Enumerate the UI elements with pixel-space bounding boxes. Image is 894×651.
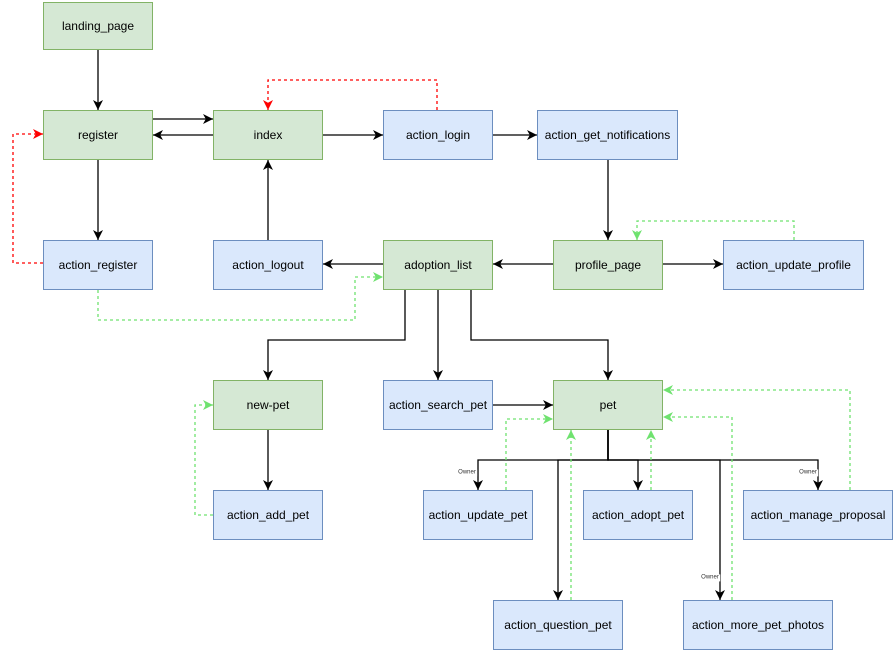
node-label: action_get_notifications — [544, 128, 671, 142]
node-action-question-pet: action_question_pet — [493, 600, 623, 650]
edge-action_register-to-adoption_list — [97, 272, 383, 321]
node-action-update-profile: action_update_profile — [723, 240, 864, 290]
node-label: action_more_pet_photos — [691, 618, 825, 632]
edge-action_update_profile-to-profile_page — [632, 220, 795, 240]
node-label: pet — [599, 398, 617, 412]
node-action-logout: action_logout — [213, 240, 323, 290]
node-label: action_question_pet — [504, 618, 612, 632]
node-adoption-list: adoption_list — [383, 240, 493, 290]
edge-action_login-to-index — [263, 79, 438, 110]
node-pet: pet — [553, 380, 663, 430]
edge-action_update_pet-to-pet — [505, 414, 553, 490]
node-label: adoption_list — [404, 258, 472, 272]
node-action-adopt-pet: action_adopt_pet — [583, 490, 693, 540]
node-action-manage-proposal: action_manage_proposal — [743, 490, 893, 540]
node-label: action_update_profile — [736, 258, 851, 272]
node-label: action_update_pet — [428, 508, 528, 522]
node-label: action_add_pet — [226, 508, 310, 522]
node-action-get-notifications: action_get_notifications — [537, 110, 678, 160]
edge-action_manage_proposal-to-pet — [663, 385, 851, 490]
node-index: index — [213, 110, 323, 160]
node-label: action_login — [405, 128, 471, 142]
node-label: action_search_pet — [388, 398, 488, 412]
edge-label-owner: Owner — [457, 469, 477, 477]
node-landing-page: landing_page — [43, 2, 153, 50]
node-label: index — [253, 128, 283, 142]
node-action-register: action_register — [43, 240, 153, 290]
node-action-update-pet: action_update_pet — [423, 490, 533, 540]
edge-action_register-to-register — [12, 129, 43, 264]
node-label: landing_page — [61, 19, 135, 33]
node-label: action_logout — [232, 258, 304, 272]
node-register: register — [43, 110, 153, 160]
node-new-pet: new-pet — [213, 380, 323, 430]
node-action-search-pet: action_search_pet — [383, 380, 493, 430]
node-label: action_register — [58, 258, 138, 272]
node-label: register — [77, 128, 118, 142]
node-action-add-pet: action_add_pet — [213, 490, 323, 540]
edge-adoption_list-to-pet — [470, 290, 613, 380]
node-profile-page: profile_page — [553, 240, 663, 290]
node-label: new-pet — [246, 398, 290, 412]
node-action-login: action_login — [383, 110, 493, 160]
edge-pet-to-action_manage_proposal — [607, 430, 823, 490]
edge-action_add_pet-to-new-pet — [194, 400, 213, 516]
node-label: action_manage_proposal — [750, 508, 886, 522]
node-action-more-pet-photos: action_more_pet_photos — [683, 600, 833, 650]
node-label: profile_page — [574, 258, 642, 272]
edge-label-owner: Owner — [700, 574, 720, 582]
edge-label-owner: Owner — [798, 469, 818, 477]
node-label: action_adopt_pet — [591, 508, 685, 522]
edge-action_more_pet_photos-to-pet — [663, 412, 733, 600]
edge-adoption_list-to-new-pet — [263, 290, 406, 380]
